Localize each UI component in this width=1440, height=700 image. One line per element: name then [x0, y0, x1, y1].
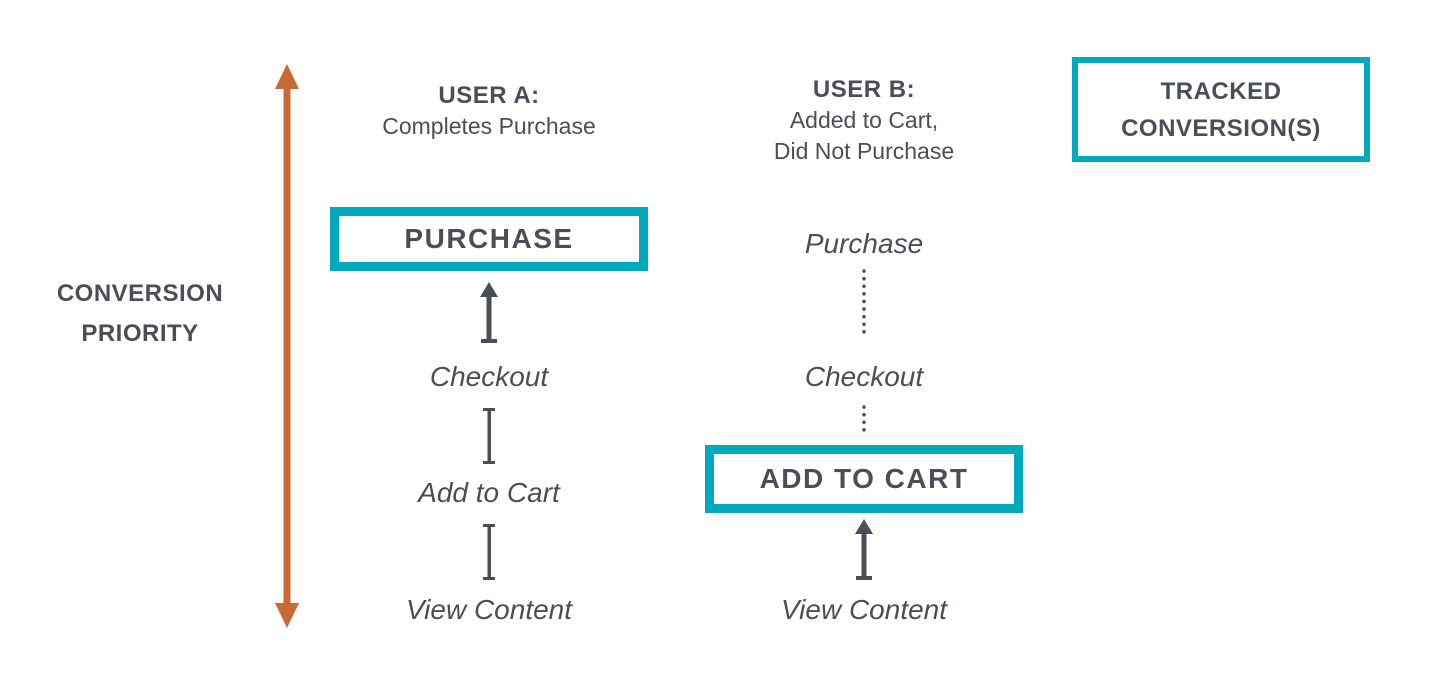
user-b-step-purchase: Purchase: [804, 228, 924, 259]
user-a-subheading: Completes Purchase: [382, 113, 596, 139]
arrow-up-icon: [855, 519, 873, 580]
user-a-purchase-label: PURCHASE: [404, 223, 574, 254]
user-a-step-checkout: Checkout: [429, 361, 549, 392]
arrow-up-icon: [480, 282, 498, 343]
user-a-purchase-tracked-box: PURCHASE: [330, 207, 648, 271]
user-b-subheading-line2: Did Not Purchase: [773, 138, 955, 164]
priority-axis-arrow: [273, 64, 301, 628]
user-b-arrow-viewcontent-to-addtocart: [850, 519, 878, 581]
user-a-connector-viewcontent-addtocart: [481, 524, 497, 580]
user-b-dotted-checkout-addtocart: [860, 404, 868, 434]
user-b-heading: USER B:: [812, 76, 916, 103]
dotted-line-icon: [862, 269, 866, 337]
tracked-conversions-line1: TRACKED: [1160, 77, 1282, 105]
conversion-priority-label: CONVERSION PRIORITY: [57, 274, 223, 354]
user-b-add-to-cart-label: ADD TO CART: [759, 463, 969, 494]
tracked-conversions-legend-box: TRACKED CONVERSION(S): [1072, 57, 1370, 162]
user-a-connector-addtocart-checkout: [481, 408, 497, 464]
conversion-priority-label-line1: CONVERSION: [56, 280, 224, 307]
segment-line-icon: [483, 408, 495, 464]
double-arrow-icon: [275, 64, 299, 628]
user-b-subheading-line1: Added to Cart,: [789, 107, 939, 133]
segment-line-icon: [483, 524, 495, 580]
user-a-arrow-checkout-to-purchase: [475, 282, 503, 344]
user-a-step-add-to-cart: Add to Cart: [418, 477, 560, 508]
dotted-line-icon: [862, 405, 866, 433]
user-b-add-to-cart-tracked-box: ADD TO CART: [705, 445, 1023, 513]
tracked-conversions-line2: CONVERSION(S): [1121, 114, 1321, 142]
user-b-dotted-purchase-checkout: [860, 268, 868, 338]
user-b-step-view-content: View Content: [780, 594, 948, 625]
user-a-step-view-content: View Content: [405, 594, 573, 625]
conversion-priority-label-line2: PRIORITY: [81, 320, 199, 347]
user-b-step-checkout: Checkout: [804, 361, 924, 392]
user-a-heading: USER A:: [438, 82, 540, 109]
